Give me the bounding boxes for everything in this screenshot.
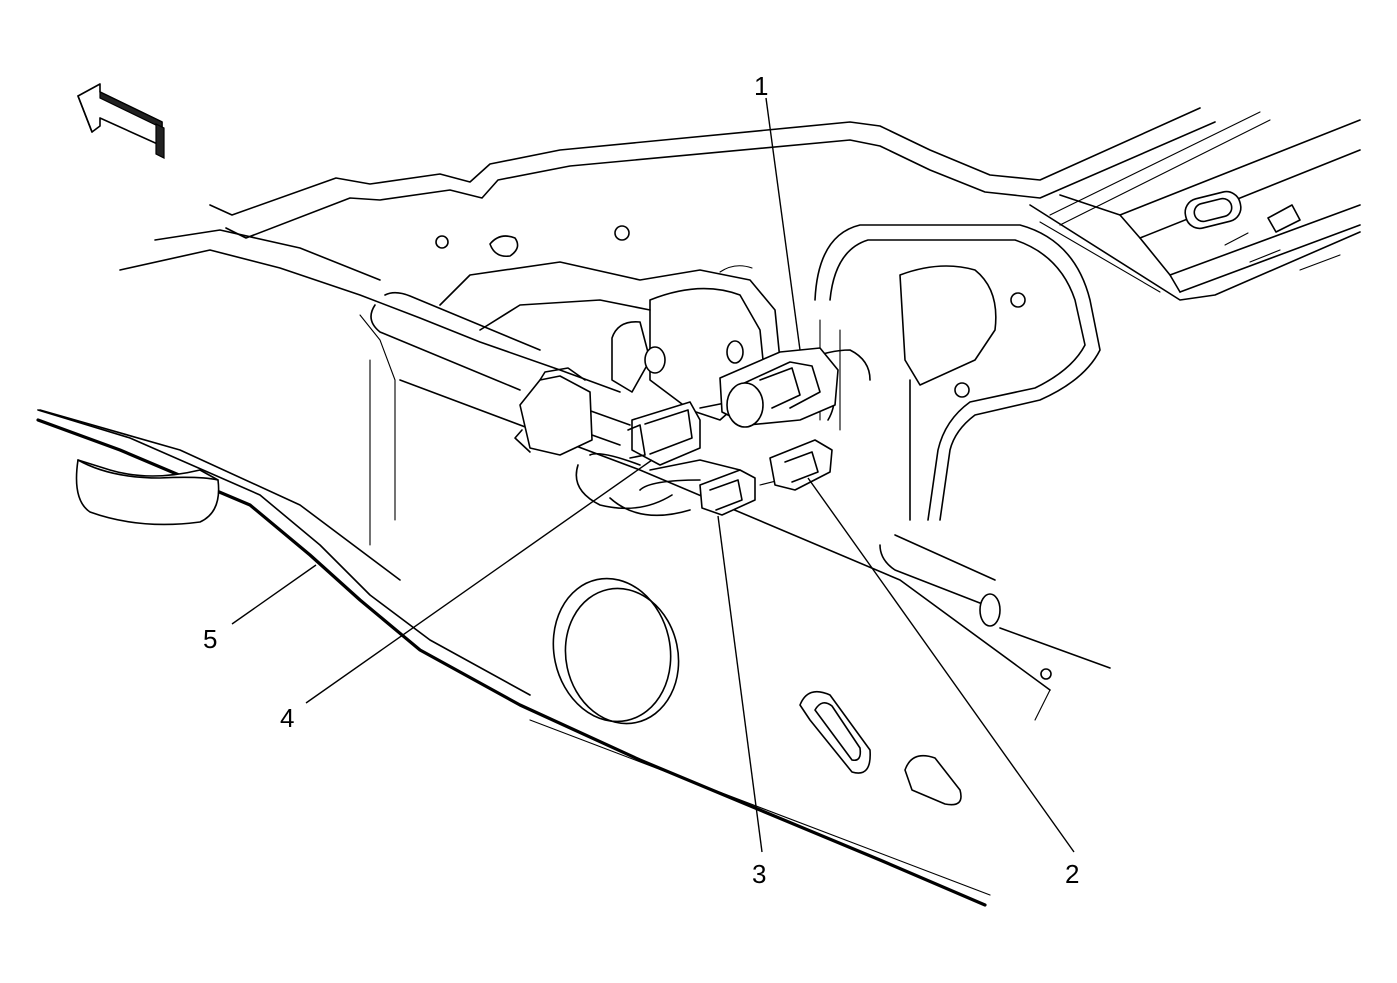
rail-slotted-holes [799, 690, 962, 806]
leader-2 [807, 477, 1075, 853]
callout-labels: 1 2 3 4 5 [203, 71, 1079, 889]
frame-bracket-center [435, 225, 781, 421]
front-direction-arrow-icon [77, 83, 165, 159]
callout-3: 3 [752, 859, 766, 889]
leader-4 [305, 459, 653, 704]
callout-4: 4 [280, 703, 294, 733]
wiring-harness [370, 291, 1001, 627]
callout-leaders [231, 97, 1075, 853]
callout-5: 5 [203, 624, 217, 654]
leader-3 [717, 515, 763, 853]
frame-rail-top [39, 229, 1111, 721]
callout-1: 1 [754, 71, 768, 101]
harness-clip [514, 367, 593, 456]
connector-1 [719, 347, 839, 428]
body-mount-bracket [814, 224, 1101, 680]
floor-crossmember-outline [209, 107, 1361, 301]
callout-2: 2 [1065, 859, 1079, 889]
connector-3 [699, 469, 756, 516]
connector-2 [769, 439, 833, 491]
rail-access-plug [552, 577, 680, 725]
body-mount [75, 459, 220, 526]
connector-4 [627, 401, 701, 466]
leader-1 [765, 97, 801, 351]
leader-5 [231, 564, 317, 625]
